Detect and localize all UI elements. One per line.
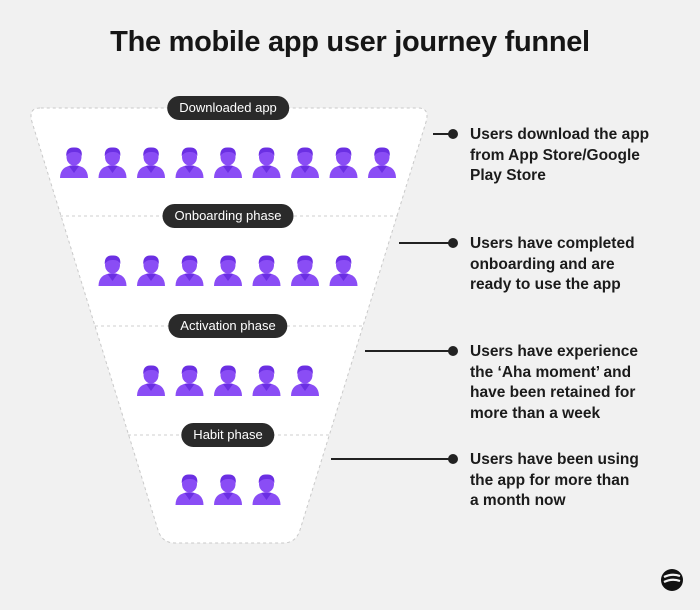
user-icon <box>175 365 204 396</box>
user-icon <box>214 147 242 178</box>
user-icon <box>291 255 319 286</box>
description-line: have been retained for <box>470 384 636 401</box>
bullet-dot <box>448 238 458 248</box>
description-line: more than a week <box>470 404 601 422</box>
stage-description-downloaded: Users download the app from App Store/Go… <box>470 125 690 187</box>
description-line: Users have experience <box>470 343 639 360</box>
user-icon <box>137 365 165 396</box>
bullet-dot <box>448 454 458 464</box>
stage-description-onboarding: Users have completed onboarding and are … <box>470 234 690 296</box>
user-icon <box>175 147 204 178</box>
description-line: onboarding and are <box>470 255 615 273</box>
user-icon <box>137 147 165 178</box>
user-icon <box>98 147 127 178</box>
user-icon <box>329 147 358 178</box>
description-line: a month now <box>470 492 566 509</box>
connector-line-activation <box>365 346 458 356</box>
description-line: Users download the app <box>470 126 650 143</box>
stage-description-activation: Users have experience the ‘Aha moment’ a… <box>470 342 690 424</box>
description-line: from App Store/Google <box>470 146 640 164</box>
description-line: Play Store <box>470 167 546 184</box>
brand-logo-icon <box>661 569 683 591</box>
stage-label-onboarding: Onboarding phase <box>162 204 294 228</box>
user-icon <box>214 365 242 396</box>
user-icon <box>252 474 281 505</box>
user-icon <box>252 255 281 286</box>
user-icon <box>252 365 281 396</box>
description-line: the app for more than <box>470 471 630 489</box>
user-icon <box>329 255 358 286</box>
user-icon <box>175 474 204 505</box>
user-icon <box>175 255 204 286</box>
connector-line-downloaded <box>433 129 458 139</box>
stage-label-habit: Habit phase <box>181 423 275 447</box>
stage-description-habit: Users have been using the app for more t… <box>470 450 690 512</box>
stage-label-downloaded: Downloaded app <box>167 96 289 120</box>
user-icon <box>368 147 396 178</box>
description-line: Users have been using <box>470 451 639 468</box>
description-line: ready to use the app <box>470 276 621 293</box>
user-icon <box>291 147 319 178</box>
user-icon <box>137 255 165 286</box>
description-line: Users have completed <box>470 235 635 252</box>
user-icon <box>214 255 242 286</box>
user-icon <box>252 147 281 178</box>
user-icon <box>60 147 88 178</box>
connector-line-habit <box>331 454 458 464</box>
bullet-dot <box>448 346 458 356</box>
connector-line-onboarding <box>399 238 458 248</box>
page-title: The mobile app user journey funnel <box>110 26 590 58</box>
user-icon <box>98 255 127 286</box>
stage-label-activation: Activation phase <box>168 314 288 338</box>
user-icon <box>214 474 242 505</box>
user-icon <box>291 365 319 396</box>
description-line: the ‘Aha moment’ and <box>470 363 632 381</box>
bullet-dot <box>448 129 458 139</box>
